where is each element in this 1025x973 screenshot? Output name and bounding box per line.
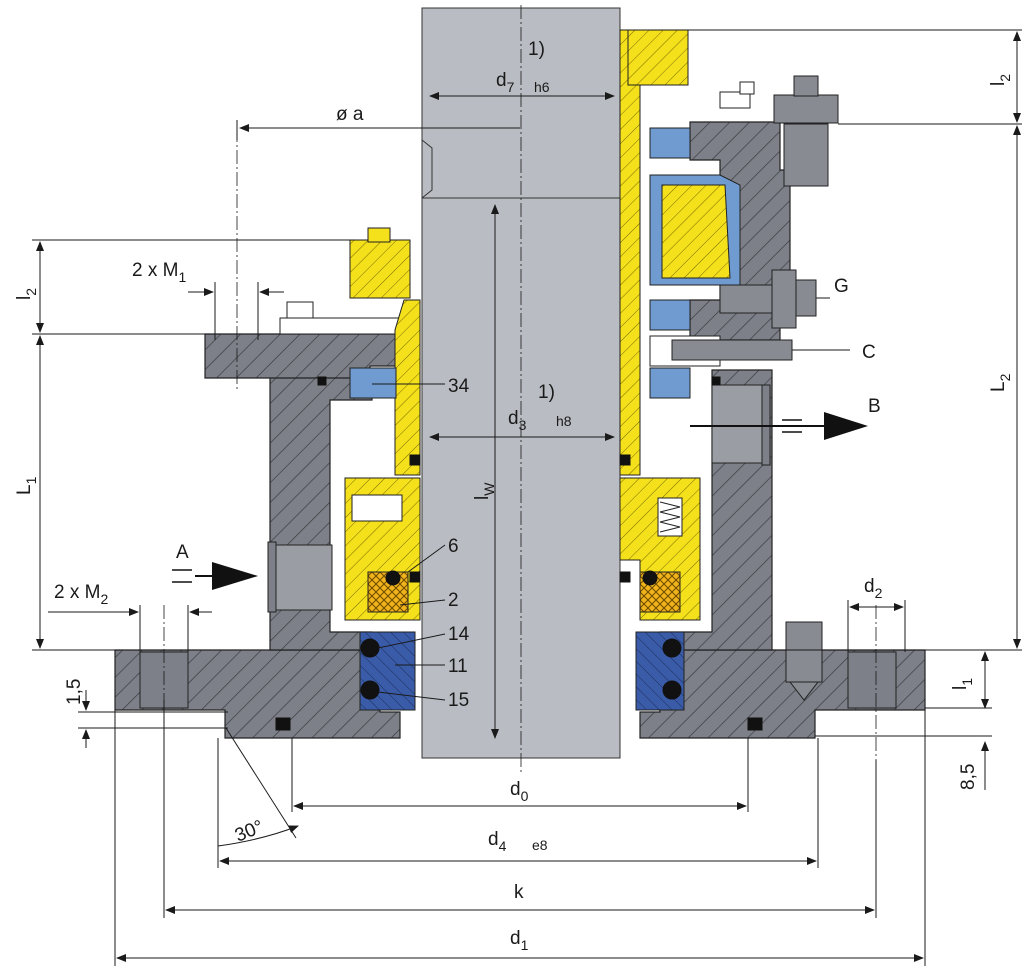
svg-text:30°: 30°	[232, 816, 267, 846]
label-d3: d3 h8 1)	[508, 382, 572, 433]
label-30-degrees: 30°	[232, 816, 267, 846]
bottom-bolt	[785, 621, 823, 701]
svg-text:e8: e8	[532, 837, 548, 853]
label-l1: l1	[950, 678, 975, 690]
part-number-6: 6	[448, 536, 459, 557]
label-d2: d2	[864, 576, 883, 601]
svg-text:2 x M1: 2 x M1	[132, 260, 186, 285]
label-a: A	[176, 542, 189, 563]
label-L1: L1	[14, 476, 39, 495]
svg-text:l2: l2	[14, 288, 39, 300]
label-1-5: 1,5	[64, 679, 85, 705]
svg-text:1): 1)	[538, 382, 555, 403]
label-l2-left: l2	[14, 288, 39, 300]
dimension-lines	[32, 5, 1022, 966]
svg-text:d7: d7	[496, 70, 515, 95]
part-number-15: 15	[448, 690, 469, 711]
svg-text:8,5: 8,5	[958, 764, 979, 790]
svg-text:L2: L2	[988, 373, 1013, 392]
svg-text:d2: d2	[864, 576, 883, 601]
label-c: C	[862, 342, 876, 363]
svg-text:h6: h6	[534, 79, 550, 95]
label-l2-right: l2	[988, 74, 1013, 86]
label-k: k	[514, 882, 524, 903]
svg-text:d0: d0	[510, 779, 529, 804]
svg-text:d3: d3	[508, 408, 527, 433]
left-housing	[204, 301, 401, 651]
label-g: G	[834, 276, 849, 297]
svg-text:1): 1)	[528, 39, 545, 60]
svg-text:d4: d4	[488, 829, 507, 854]
svg-text:l2: l2	[988, 74, 1013, 86]
svg-text:lW: lW	[472, 482, 497, 500]
part-number-14: 14	[448, 624, 470, 645]
label-2xm1: 2 x M1	[132, 260, 186, 285]
label-lw: lW	[472, 482, 497, 500]
top-bolt	[719, 75, 839, 187]
label-phi-a: ø a	[336, 104, 364, 125]
label-d1: d1	[510, 928, 529, 953]
connection-g	[719, 269, 817, 329]
svg-text:h8: h8	[556, 413, 572, 429]
part-number-2: 2	[448, 590, 459, 611]
flow-arrow-b	[690, 412, 868, 440]
label-b: B	[868, 396, 881, 417]
label-d0: d0	[510, 779, 529, 804]
part-number-34: 34	[448, 376, 470, 397]
svg-text:1,5: 1,5	[64, 679, 85, 705]
connection-c	[671, 339, 793, 361]
base-flange	[114, 649, 926, 739]
svg-text:2 x M2: 2 x M2	[54, 582, 108, 607]
label-2xm2: 2 x M2	[54, 582, 108, 607]
part-number-11: 11	[448, 656, 468, 677]
flow-arrow-a	[172, 562, 258, 590]
svg-text:l1: l1	[950, 678, 975, 690]
svg-text:L1: L1	[14, 476, 39, 495]
label-d7: d7 h6 1)	[496, 39, 550, 95]
shaft-sleeve	[344, 29, 701, 621]
svg-text:d1: d1	[510, 928, 529, 953]
label-d4: d4 e8	[488, 829, 548, 854]
label-8-5: 8,5	[958, 764, 979, 790]
label-L2: L2	[988, 373, 1013, 392]
